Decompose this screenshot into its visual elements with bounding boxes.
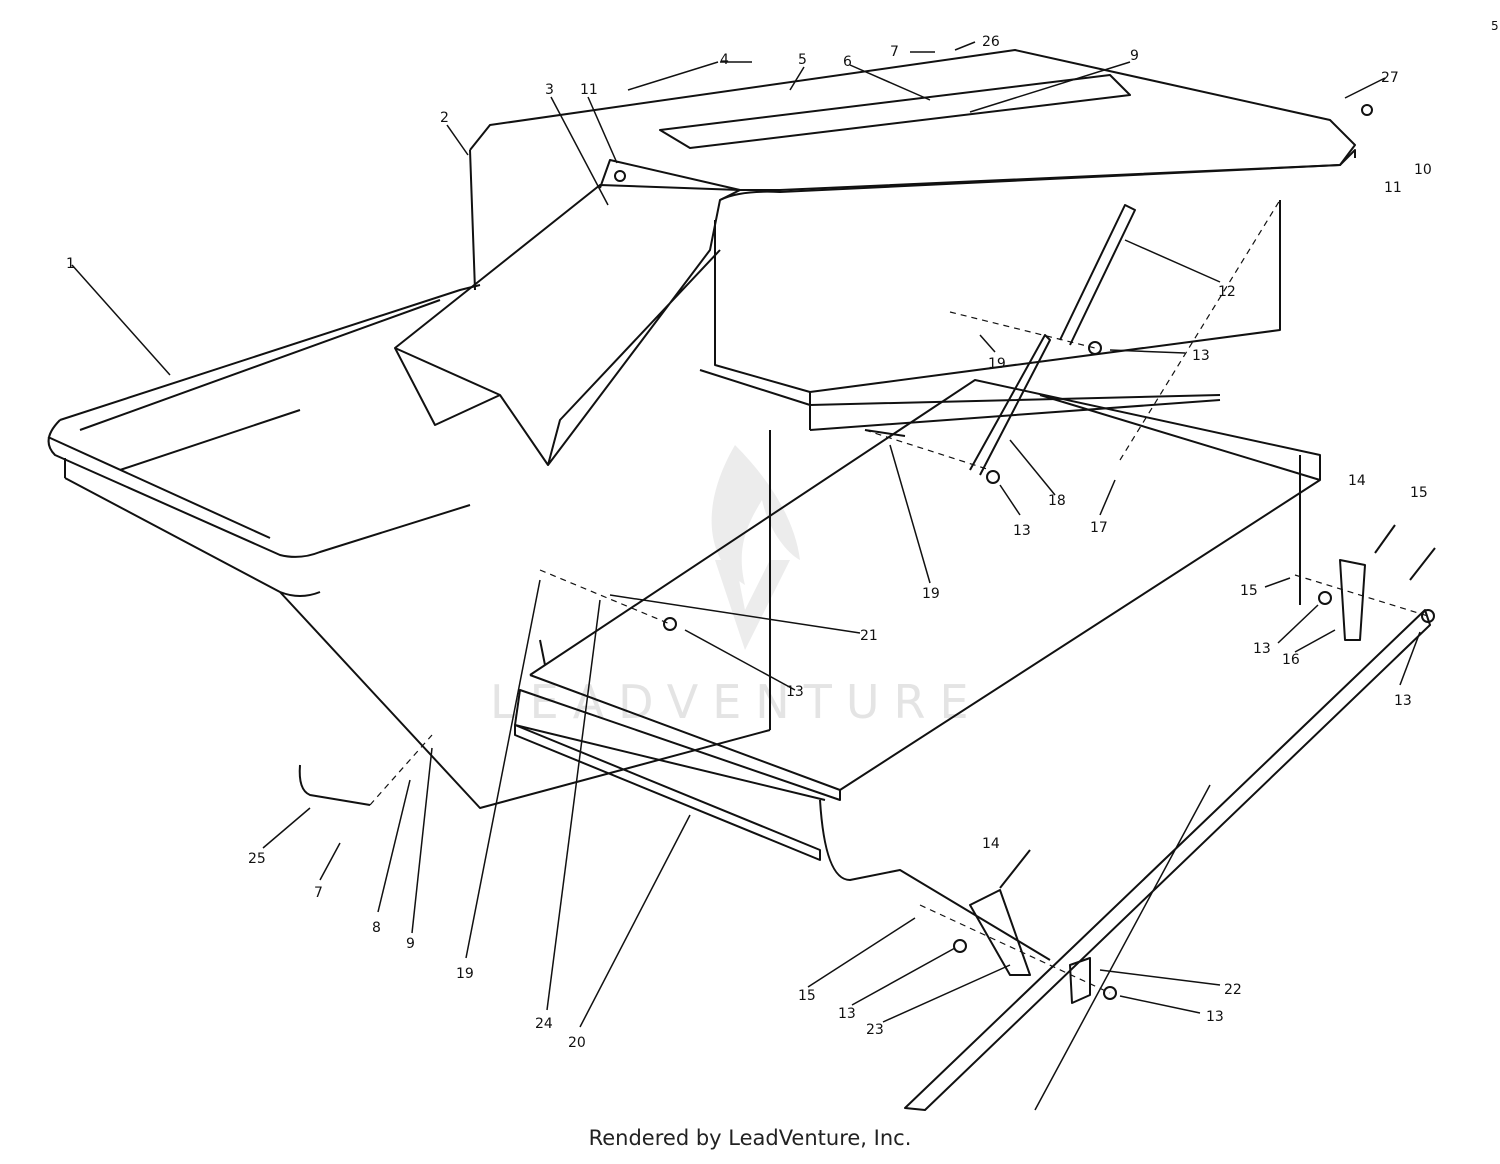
bolt-14b (999, 849, 1031, 889)
callout-19b: 19 (922, 586, 940, 602)
callout-1: 1 (66, 256, 75, 272)
callout-22: 22 (1224, 982, 1242, 998)
callout-19c: 19 (456, 966, 474, 982)
callout-5: 5 (798, 52, 807, 68)
callout-8: 8 (372, 920, 381, 936)
watermark-text: LEADVENTURE (490, 675, 983, 729)
callout-6: 6 (843, 54, 852, 70)
callout-10: 10 (1414, 162, 1432, 178)
callout-4: 4 (720, 52, 729, 68)
callout-13b: 13 (1013, 523, 1031, 539)
chute (394, 184, 741, 466)
callout-21: 21 (860, 628, 878, 644)
callout-20: 20 (568, 1035, 586, 1051)
front-housing (699, 149, 1356, 430)
callout-16: 16 (1282, 652, 1300, 668)
handle-25 (298, 764, 371, 806)
callouts: 1 2 3 11 4 5 7 26 6 9 27 11 10 12 19 13 … (66, 19, 1499, 1051)
corner-mark: 5 (1491, 19, 1499, 33)
callout-9b: 9 (406, 936, 415, 952)
top-cover (469, 49, 1356, 291)
hopper-drawing (47, 49, 1436, 1111)
footer-credit: Rendered by LeadVenture, Inc. (588, 1126, 912, 1150)
callout-2: 2 (440, 110, 449, 126)
callout-19a: 19 (988, 356, 1006, 372)
callout-12: 12 (1218, 284, 1236, 300)
callout-25: 25 (248, 851, 266, 867)
bag-body (64, 458, 771, 809)
callout-7b: 7 (314, 885, 323, 901)
callout-7: 7 (890, 44, 899, 60)
handle (819, 799, 1051, 961)
lid-panel (659, 74, 1131, 149)
support-arm-18 (969, 334, 1051, 476)
callout-27: 27 (1381, 70, 1399, 86)
bolt-14a (1374, 524, 1396, 554)
watermark-logo (711, 445, 800, 650)
callout-13c: 13 (1253, 641, 1271, 657)
callout-17: 17 (1090, 520, 1108, 536)
callout-13a: 13 (1192, 348, 1210, 364)
bracket-16 (1339, 559, 1366, 641)
frame-rail (514, 724, 821, 861)
bolt-15 (1409, 547, 1436, 581)
callout-24: 24 (535, 1016, 553, 1032)
leader-lines (71, 41, 1421, 1111)
callout-15a: 15 (1410, 485, 1428, 501)
callout-13f: 13 (838, 1006, 856, 1022)
callout-11: 11 (580, 82, 598, 98)
callout-13d: 13 (1394, 693, 1412, 709)
bracket-23 (969, 889, 1031, 976)
callout-9: 9 (1130, 48, 1139, 64)
callout-11b: 11 (1384, 180, 1402, 196)
callout-15b: 15 (1240, 583, 1258, 599)
support-arm-12 (1059, 204, 1136, 346)
callout-15c: 15 (798, 988, 816, 1004)
bottom-bar (904, 609, 1431, 1111)
callout-3: 3 (545, 82, 554, 98)
callout-13e: 13 (786, 684, 804, 700)
callout-14b: 14 (982, 836, 1000, 852)
frame (514, 379, 1321, 801)
callout-14a: 14 (1348, 473, 1366, 489)
alignment-lines (369, 199, 1429, 994)
plate-22 (1069, 957, 1091, 1004)
callout-18: 18 (1048, 493, 1066, 509)
bolt-19 (864, 429, 906, 437)
callout-26: 26 (982, 34, 1000, 50)
callout-13g: 13 (1206, 1009, 1224, 1025)
callout-23: 23 (866, 1022, 884, 1038)
